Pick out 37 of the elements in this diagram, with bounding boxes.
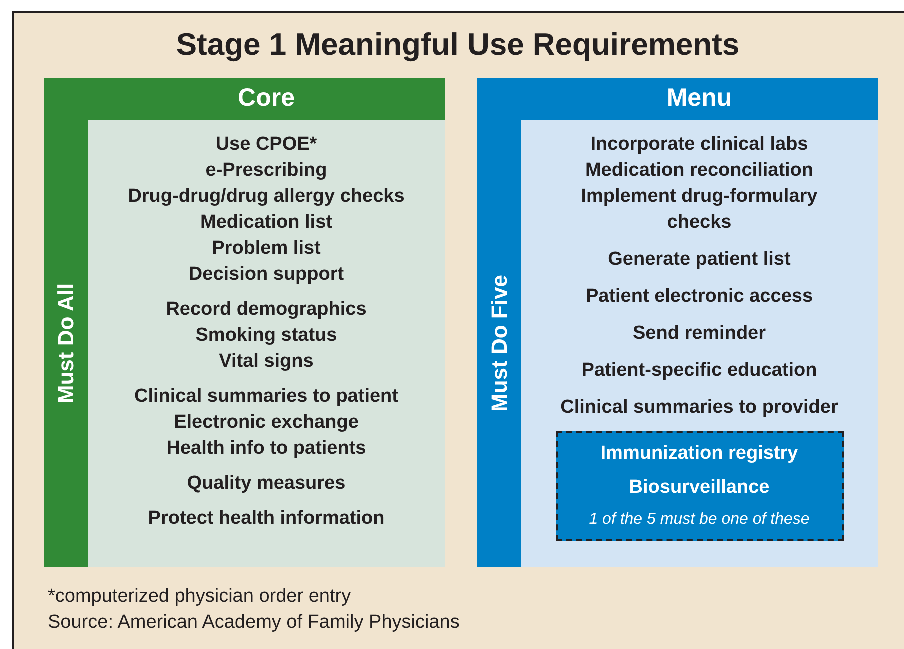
requirement-item: Medication list [200,211,332,235]
requirement-item: Electronic exchange [174,411,359,435]
requirement-item: Quality measures [187,472,346,496]
optional-group-box [556,431,844,541]
requirement-item: Use CPOE* [216,133,318,157]
footnote: *computerized physician order entry [48,585,352,609]
requirements-panel [44,78,445,567]
requirement-item: Clinical summaries to provider [560,396,838,420]
requirement-item: Vital signs [219,350,314,374]
requirement-item: Patient electronic access [586,285,814,309]
requirement-item: Protect health information [148,507,385,531]
requirement-item: Problem list [212,237,321,261]
requirement-item: Incorporate clinical labs [590,133,808,157]
requirement-item: Send reminder [632,322,766,346]
requirements-area [88,120,445,567]
requirement-item: Biosurveillance [629,476,770,500]
requirement-item: Record demographics [166,298,367,322]
requirements-area [521,120,878,567]
requirement-item: Medication reconciliation [585,159,814,183]
requirement-item: Implement drug-formulary checks [580,185,819,235]
side-label: Must Do Five [486,275,512,412]
note-text: 1 of the 5 must be one of these [589,510,810,530]
requirement-item: Decision support [188,263,344,287]
requirement-item: Smoking status [196,324,338,348]
requirement-item: Immunization registry [600,442,798,466]
requirement-item: Patient-specific education [582,359,818,383]
requirement-item: Health info to patients [166,437,366,461]
requirement-item: Drug-drug/drug allergy checks [128,185,405,209]
footnote: Source: American Academy of Family Physicians [48,611,460,635]
requirements-panel [477,78,878,567]
panel-heading: Menu [666,83,734,114]
panel-heading: Core [237,83,296,114]
title: Stage 1 Meaningful Use Requirements [175,26,741,64]
requirement-item: e-Prescribing [206,159,328,183]
side-label: Must Do All [52,283,80,404]
requirement-item: Generate patient list [608,248,791,272]
requirement-item: Clinical summaries to patient [134,385,398,409]
